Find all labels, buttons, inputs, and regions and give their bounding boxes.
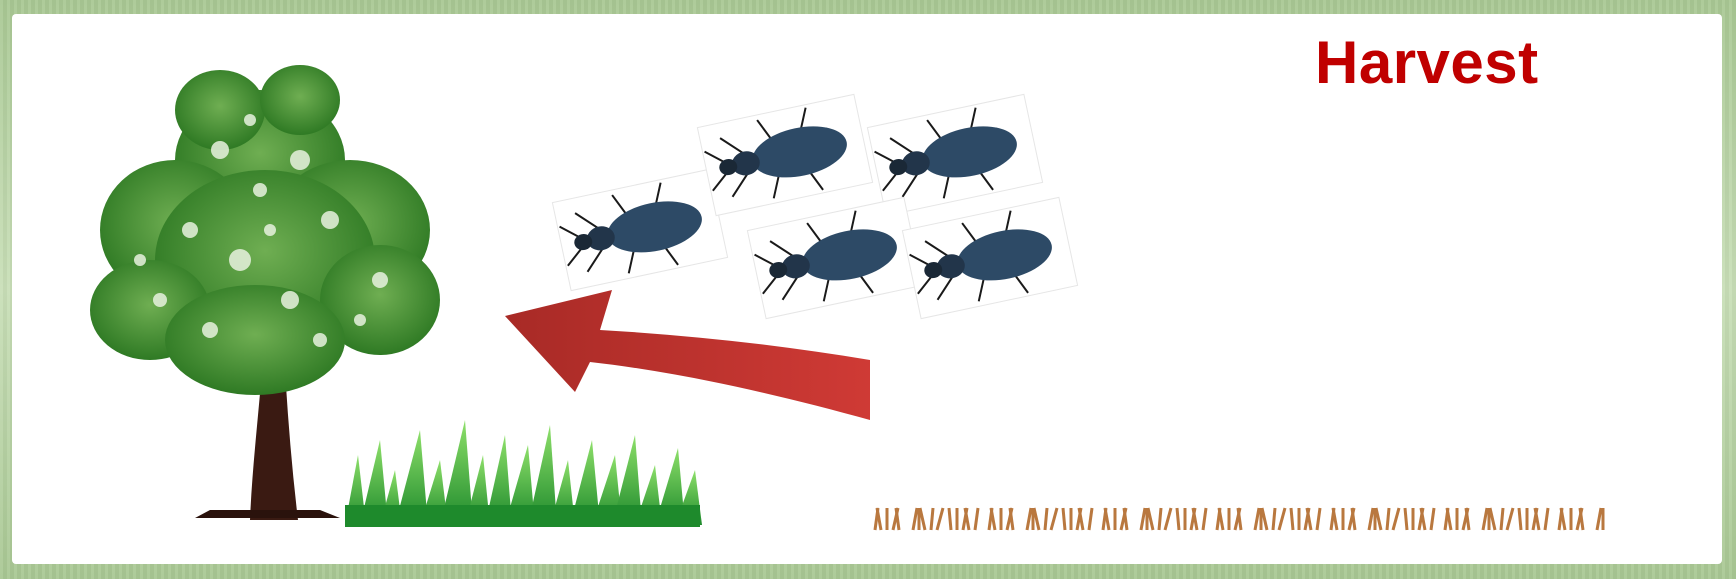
stubble-stalk xyxy=(931,508,933,530)
stubble-stalk xyxy=(1105,508,1109,530)
stubble-stalk xyxy=(1159,508,1161,530)
stubble-stalk xyxy=(1141,508,1145,530)
stubble-stalk xyxy=(1148,508,1153,530)
stubble-stalk xyxy=(1079,508,1083,530)
stubble-stalk xyxy=(1051,508,1057,530)
stubble-stalk xyxy=(1089,508,1092,530)
stubble-stalk xyxy=(1273,508,1275,530)
stubble-stalk xyxy=(1034,508,1039,530)
stubble-stalk xyxy=(1317,508,1320,530)
stubble-stalk xyxy=(949,508,951,530)
stubble-stalk xyxy=(1387,508,1389,530)
stubble-stalk xyxy=(913,508,917,530)
stubble-stalk xyxy=(1193,508,1197,530)
stubble-stalk xyxy=(1262,508,1267,530)
stubble-stalk xyxy=(1291,508,1293,530)
stubble-stalk xyxy=(1165,508,1171,530)
stubble-stalk xyxy=(1405,508,1407,530)
stubble-stalk xyxy=(1203,508,1206,530)
beetle-icon xyxy=(747,197,922,318)
stubble-stalk xyxy=(1279,508,1285,530)
stubble-stalk xyxy=(877,508,881,530)
stubble-stalk xyxy=(1369,508,1373,530)
stubble-stalk xyxy=(1027,508,1031,530)
stubble-stalk xyxy=(991,508,995,530)
tree-icon xyxy=(90,65,440,520)
beetle-icon xyxy=(552,169,727,290)
stubble-stalk xyxy=(1045,508,1047,530)
stubble-stalk xyxy=(1307,508,1311,530)
stubble-stalk xyxy=(1393,508,1399,530)
stubble-stalk xyxy=(1177,508,1179,530)
stubble-icon xyxy=(875,508,1603,530)
beetle-icon xyxy=(902,197,1077,318)
arrow-icon xyxy=(505,290,870,420)
grass-icon xyxy=(345,420,702,527)
stubble-stalk xyxy=(1490,508,1495,530)
stubble-stalk xyxy=(1333,508,1337,530)
stubble-stalk xyxy=(1483,508,1487,530)
stubble-stalk xyxy=(965,508,969,530)
stubble-stalk xyxy=(1255,508,1259,530)
stubble-stalk xyxy=(1519,508,1521,530)
stubble-stalk xyxy=(1063,508,1065,530)
beetle-icon xyxy=(697,94,872,215)
stubble-stalk xyxy=(1597,508,1601,530)
stubble-stalk xyxy=(1219,508,1223,530)
stubble-stalk xyxy=(975,508,978,530)
stubble-stalk xyxy=(1507,508,1513,530)
stubble-stalk xyxy=(1421,508,1425,530)
beetle-icon xyxy=(867,94,1042,215)
stubble-stalk xyxy=(920,508,925,530)
stubble-stalk xyxy=(937,508,943,530)
stubble-stalk xyxy=(1561,508,1565,530)
stubble-stalk xyxy=(1431,508,1434,530)
stubble-stalk xyxy=(1447,508,1451,530)
stubble-stalk xyxy=(1545,508,1548,530)
stubble-stalk xyxy=(1501,508,1503,530)
stubble-stalk xyxy=(1535,508,1539,530)
stubble-stalk xyxy=(1376,508,1381,530)
